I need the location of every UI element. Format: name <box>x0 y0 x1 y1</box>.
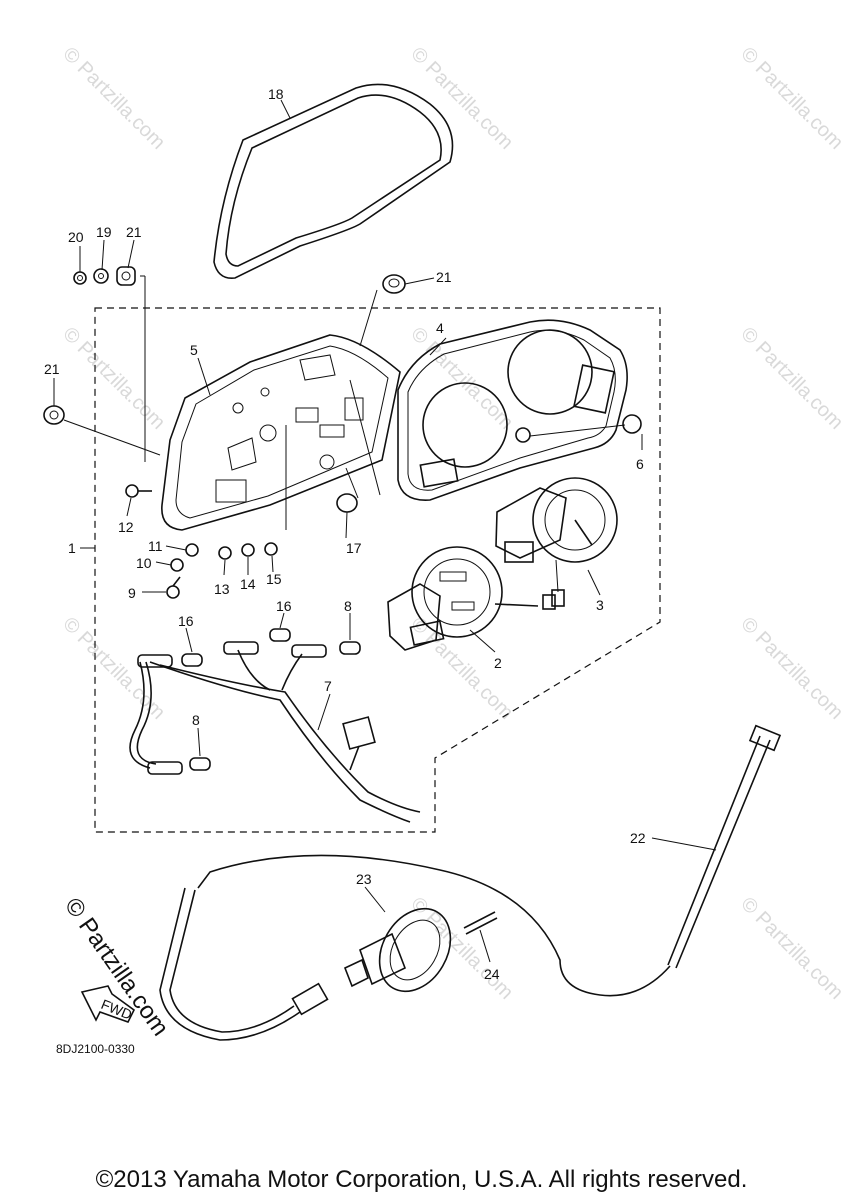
callout-17: 17 <box>346 540 362 556</box>
callout-12: 12 <box>118 519 134 535</box>
part-12-screw <box>125 484 152 498</box>
part-11-nut <box>185 543 199 557</box>
part-16-bulb <box>181 653 203 667</box>
part-24-pin <box>463 911 498 935</box>
part-14-washer <box>241 543 255 557</box>
callout-16: 16 <box>178 613 194 629</box>
watermark-layer: © Partzilla.com © Partzilla.com © Partzi… <box>58 43 843 1004</box>
watermark: © Partzilla.com <box>58 43 169 154</box>
part-10-washer <box>170 558 184 572</box>
callout-8: 8 <box>344 598 352 614</box>
callout-18: 18 <box>268 86 284 102</box>
callout-22: 22 <box>630 830 646 846</box>
watermark: © Partzilla.com <box>58 613 169 724</box>
part-9-bolt <box>166 576 181 599</box>
part-5-meter-housing <box>161 334 401 531</box>
callout-3: 3 <box>596 597 604 613</box>
callout-21: 21 <box>436 269 452 285</box>
callout-6: 6 <box>636 456 644 472</box>
part-19-washer <box>93 268 109 284</box>
watermark: © Partzilla.com <box>406 893 517 1004</box>
part-2-speedometer <box>387 546 556 651</box>
diagram-code: 8DJ2100-0330 <box>56 1042 135 1056</box>
callout-11: 11 <box>148 538 163 554</box>
part-8-bulb <box>189 757 211 771</box>
part-7-wire-harness <box>129 641 421 823</box>
callout-21: 21 <box>126 224 142 240</box>
watermark: © Partzilla.com <box>58 323 169 434</box>
part-22-meter-cable <box>159 724 782 1041</box>
callout-13: 13 <box>214 581 230 597</box>
callout-8: 8 <box>192 712 200 728</box>
callout-21: 21 <box>44 361 60 377</box>
part-20-nut <box>73 271 87 285</box>
callout-7: 7 <box>324 678 332 694</box>
callout-20: 20 <box>68 229 84 245</box>
watermark: © Partzilla.com <box>736 43 843 154</box>
leader-lines <box>53 99 717 963</box>
callout-2: 2 <box>494 655 502 671</box>
callout-9: 9 <box>128 585 136 601</box>
part-8-bulb <box>339 641 361 655</box>
watermark: © Partzilla.com <box>736 613 843 724</box>
callout-16: 16 <box>276 598 292 614</box>
callout-14: 14 <box>240 576 256 592</box>
callout-19: 19 <box>96 224 112 240</box>
part-3-tachometer <box>495 477 618 607</box>
assembly-boundary <box>94 307 661 833</box>
callout-4: 4 <box>436 320 444 336</box>
part-4-meter-panel <box>397 319 628 501</box>
part-23-gear-unit <box>343 907 452 993</box>
part-21-grommet <box>43 405 65 425</box>
callout-23: 23 <box>356 871 372 887</box>
callout-15: 15 <box>266 571 282 587</box>
grommet-on-panel <box>515 427 531 443</box>
part-18-gasket <box>213 83 454 279</box>
part-17-damper <box>336 493 358 513</box>
callout-10: 10 <box>136 555 152 571</box>
part-6-grommet <box>622 414 642 434</box>
part-16-bulb <box>269 628 291 642</box>
part-21-grommet <box>116 266 136 286</box>
watermark: © Partzilla.com <box>736 893 843 1004</box>
callout-1: 1 <box>68 540 76 556</box>
callout-24: 24 <box>484 966 500 982</box>
copyright-notice: ©2013 Yamaha Motor Corporation, U.S.A. A… <box>95 1166 748 1193</box>
part-21-grommet <box>382 274 406 294</box>
callout-labels: 18 20 19 21 21 21 5 4 6 1 12 11 10 9 13 … <box>44 86 646 982</box>
watermark: © Partzilla.com <box>736 323 843 434</box>
part-15-grommet <box>264 542 278 556</box>
part-13-nut <box>218 546 232 560</box>
callout-5: 5 <box>190 342 198 358</box>
